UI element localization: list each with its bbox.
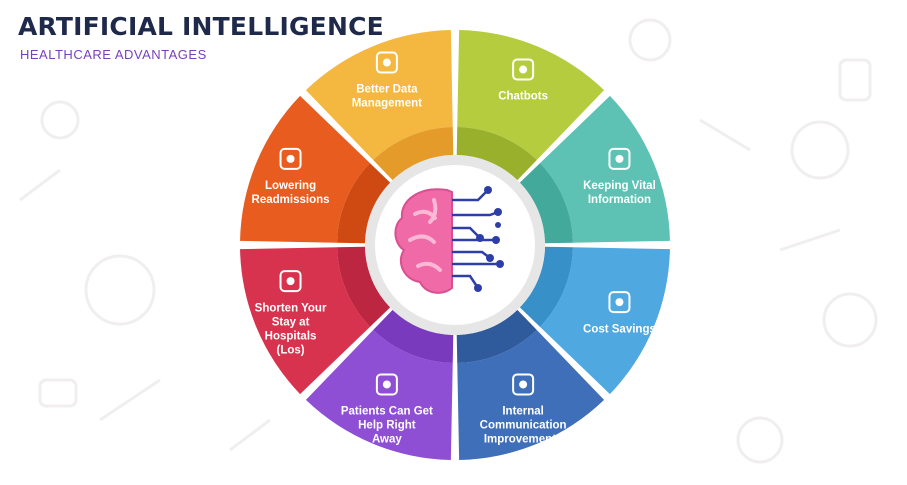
segment-label-line: Management [352, 98, 422, 110]
segment-label-line: Cost Savings [583, 323, 656, 335]
segment-label-line: Shorten Your [255, 302, 327, 314]
segment-inner-band [456, 127, 537, 181]
segment-label-line: Keeping Vital [583, 180, 656, 192]
segment-outer [305, 30, 453, 160]
segment-label-line: Stay at [272, 316, 310, 328]
segment-inner-band [456, 309, 537, 363]
page-subtitle: HEALTHCARE ADVANTAGES [20, 47, 207, 62]
segment-inner-band [373, 309, 454, 363]
segment-label-line: Patients Can Get [341, 406, 433, 418]
money-hand-icon [608, 291, 631, 314]
segment-inner-band [337, 246, 391, 327]
segment-label-line: Better Data [356, 84, 418, 96]
segment-label: Chatbots [498, 91, 548, 103]
segment-inner-band [519, 246, 573, 327]
chatbot-icon [512, 58, 535, 81]
segment-label-line: Chatbots [498, 91, 548, 103]
segment-inner-band [337, 163, 391, 244]
brain-circuit-icon [394, 186, 504, 294]
center-hub [365, 155, 545, 335]
segment-label-line: Away [372, 434, 402, 446]
segment-inner-band [519, 163, 573, 244]
hospital-building-icon [279, 147, 302, 170]
segment-label-line: Internal [502, 406, 544, 418]
segment-label-line: Readmissions [252, 194, 330, 206]
segment-label-line: Help Right [358, 420, 416, 432]
segment-label-line: Information [588, 194, 651, 206]
segment-label-line: Lowering [265, 180, 316, 192]
page-title: ARTIFICIAL INTELLIGENCE [18, 12, 384, 41]
wheel-segment: Cost Savings [519, 246, 670, 395]
team-chat-icon [512, 373, 535, 396]
segment-inner-band [373, 127, 454, 181]
database-gear-icon [375, 51, 398, 74]
segment-outer [240, 247, 370, 395]
info-icon [608, 147, 631, 170]
segment-label-line: Communication [480, 420, 567, 432]
segment-outer [457, 30, 605, 160]
wheel-segment: Chatbots [456, 30, 605, 181]
segment-outer [540, 95, 670, 243]
help-person-icon [375, 373, 398, 396]
segment-outer [240, 95, 370, 243]
segment-label-line: (Los) [276, 344, 304, 356]
segment-label-line: Improvements [484, 434, 563, 446]
segment-outer [540, 247, 670, 395]
segment-label-line: Hospitals [265, 330, 317, 342]
hospital-bed-icon [279, 270, 302, 293]
segment-label: Cost Savings [583, 323, 656, 335]
